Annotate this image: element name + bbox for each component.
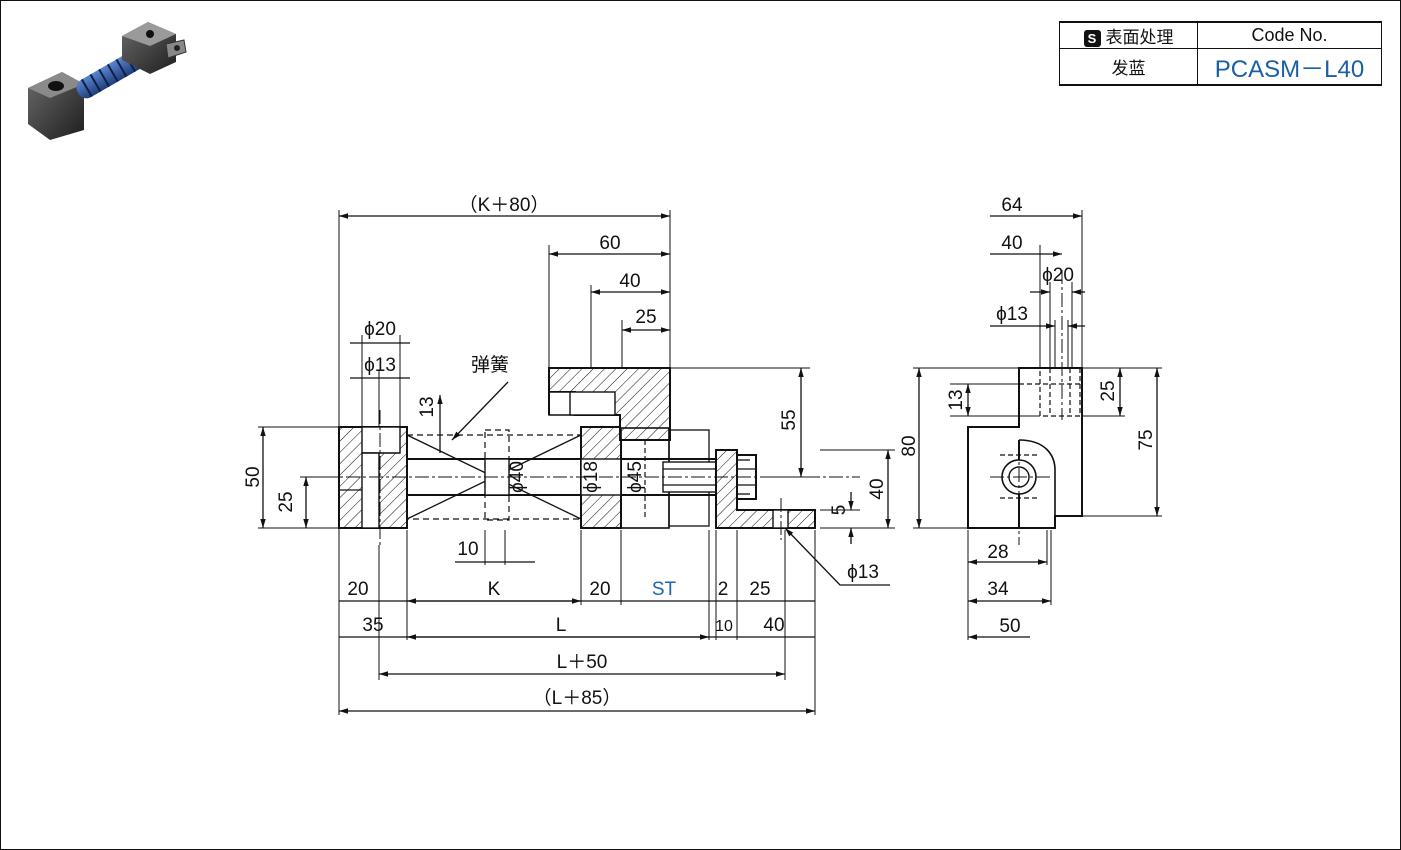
dim-st: ST (652, 579, 677, 600)
side-dim-40: 40 (1001, 233, 1022, 254)
dim-40-right: 40 (867, 478, 888, 499)
dim-10-b: 10 (715, 618, 733, 635)
side-dim-25: 25 (1098, 380, 1119, 401)
dim-phi45: ϕ45 (625, 461, 646, 493)
dim-2: 2 (718, 579, 729, 600)
dim-40-bottom: 40 (763, 615, 784, 636)
dim-phi20: ϕ20 (364, 319, 396, 340)
dim-60: 60 (599, 233, 620, 254)
dim-25-bottom: 25 (749, 579, 770, 600)
dim-k-plus-80: （K＋80） (459, 194, 550, 216)
dim-20-a: 20 (347, 579, 368, 600)
dim-55: 55 (779, 409, 800, 430)
dim-l-plus-50: L＋50 (557, 652, 608, 673)
label-spring: 弹簧 (471, 354, 509, 376)
dim-l-plus-85: （L＋85） (533, 687, 622, 709)
side-dim-phi13: ϕ13 (996, 304, 1028, 325)
surface-badge-icon: S (1083, 30, 1101, 48)
dim-25-left: 25 (276, 491, 297, 512)
side-dim-13: 13 (946, 389, 967, 410)
side-dim-34: 34 (987, 579, 1009, 600)
surface-header-label: 表面处理 (1105, 28, 1174, 47)
surface-treatment-value: 发蓝 (1059, 48, 1198, 86)
dim-10: 10 (457, 539, 478, 560)
code-no-value: PCASM－L40 (1197, 48, 1382, 86)
dim-35: 35 (362, 615, 383, 636)
side-view: 64 40 ϕ20 ϕ13 80 13 25 75 28 34 50 (899, 195, 1162, 640)
product-thumbnail (28, 22, 187, 140)
dim-phi40: ϕ40 (507, 461, 528, 493)
dim-20-b: 20 (589, 579, 610, 600)
dim-l: L (556, 615, 567, 636)
side-dim-phi20: ϕ20 (1042, 265, 1074, 286)
side-dim-64: 64 (1001, 195, 1023, 216)
code-table-value-row: 发蓝 PCASM－L40 (1059, 48, 1382, 86)
front-view: （K＋80） 60 40 25 ϕ20 ϕ13 弹簧 13 50 25 ϕ40 … (243, 194, 895, 715)
dim-13: 13 (417, 396, 438, 417)
dim-phi13-bolt: ϕ13 (847, 562, 879, 583)
dim-50: 50 (243, 466, 264, 487)
side-dim-50: 50 (999, 616, 1020, 637)
dim-k: K (488, 579, 501, 600)
side-dim-75: 75 (1136, 429, 1157, 450)
dim-phi18: ϕ18 (581, 461, 602, 493)
side-dim-80: 80 (899, 435, 920, 456)
dim-25-top: 25 (635, 307, 656, 328)
side-dim-28: 28 (987, 542, 1008, 563)
dim-5: 5 (829, 505, 850, 516)
dim-phi13: ϕ13 (364, 355, 396, 376)
dim-40-top: 40 (619, 271, 640, 292)
